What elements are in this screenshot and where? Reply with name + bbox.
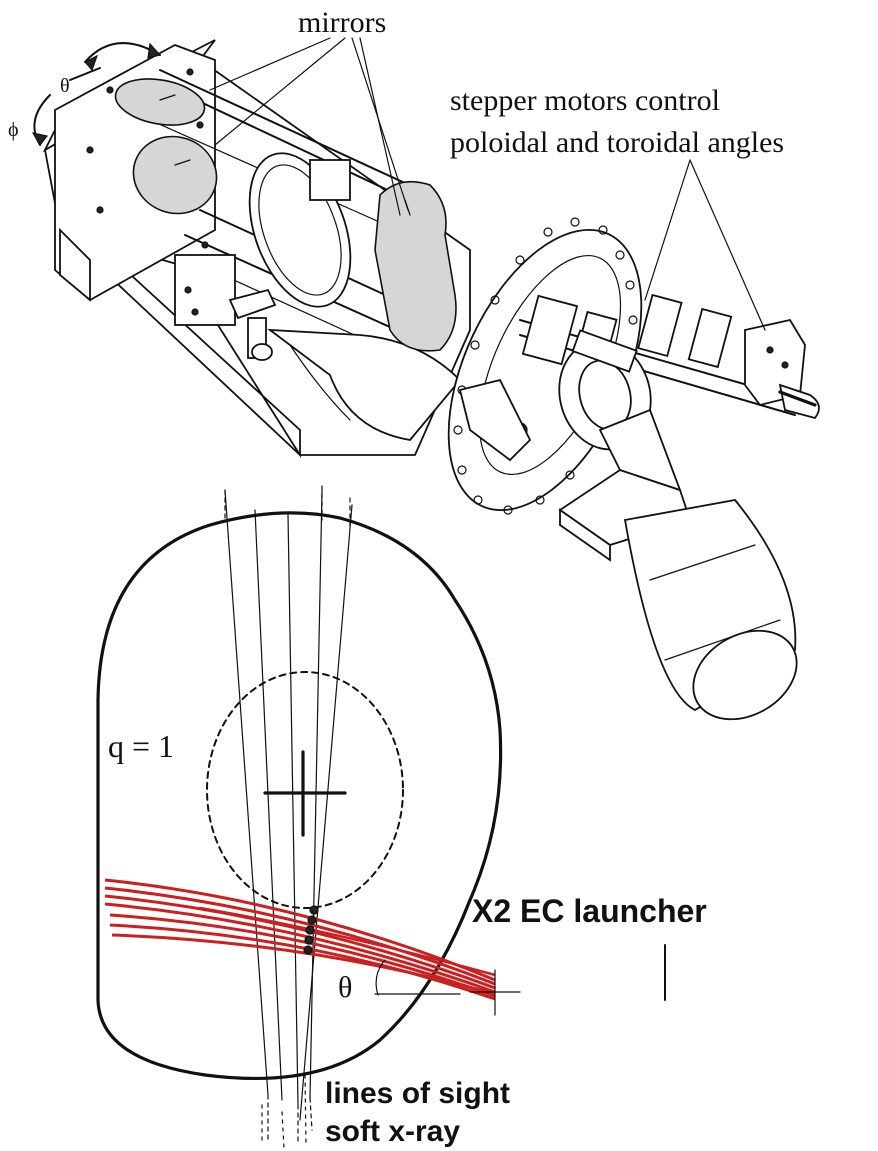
launcher-marker bbox=[374, 944, 666, 1016]
leader-lines bbox=[209, 37, 766, 331]
plasma-cross-section bbox=[96, 485, 666, 1149]
q1-surface bbox=[206, 671, 404, 909]
vessel-boundary bbox=[96, 511, 503, 1081]
stepper-label-line-1: stepper motors control bbox=[450, 84, 720, 117]
phi-label-top: ϕ bbox=[8, 119, 19, 141]
mirror-lower-left bbox=[132, 135, 218, 215]
angle-arrows bbox=[31, 42, 162, 147]
support-cylinder bbox=[558, 408, 798, 721]
q1-label: q = 1 bbox=[108, 728, 174, 764]
resonance-points bbox=[303, 905, 319, 955]
mirrors-group bbox=[114, 78, 457, 352]
theta-label-top: θ bbox=[60, 75, 70, 97]
beam-ray bbox=[199, 906, 496, 977]
soft-xray-label: soft x-ray bbox=[325, 1115, 460, 1148]
mirrors-label: mirrors bbox=[298, 6, 386, 39]
mirror-right bbox=[374, 180, 457, 352]
beam-ray bbox=[104, 894, 496, 990]
soft-xray-lines-of-sight bbox=[224, 485, 353, 1146]
ec-beam-rays bbox=[104, 878, 496, 1001]
detector-ticks bbox=[261, 1074, 307, 1149]
magnetic-axis-cross bbox=[263, 750, 347, 837]
beam-ray bbox=[111, 933, 496, 996]
theta-label-bottom: θ bbox=[338, 971, 352, 1004]
launcher-label: X2 EC launcher bbox=[472, 893, 707, 929]
launcher-assembly-drawing bbox=[31, 37, 820, 721]
mirror-upper-left bbox=[114, 78, 206, 126]
beam-ray bbox=[109, 913, 496, 998]
stepper-label-line-2: poloidal and toroidal angles bbox=[450, 126, 784, 159]
drive-train bbox=[458, 293, 820, 462]
beam-ray bbox=[104, 902, 496, 994]
beam-ray bbox=[104, 886, 496, 986]
lines-of-sight-label: lines of sight bbox=[325, 1077, 510, 1110]
beam-ray bbox=[104, 878, 496, 982]
